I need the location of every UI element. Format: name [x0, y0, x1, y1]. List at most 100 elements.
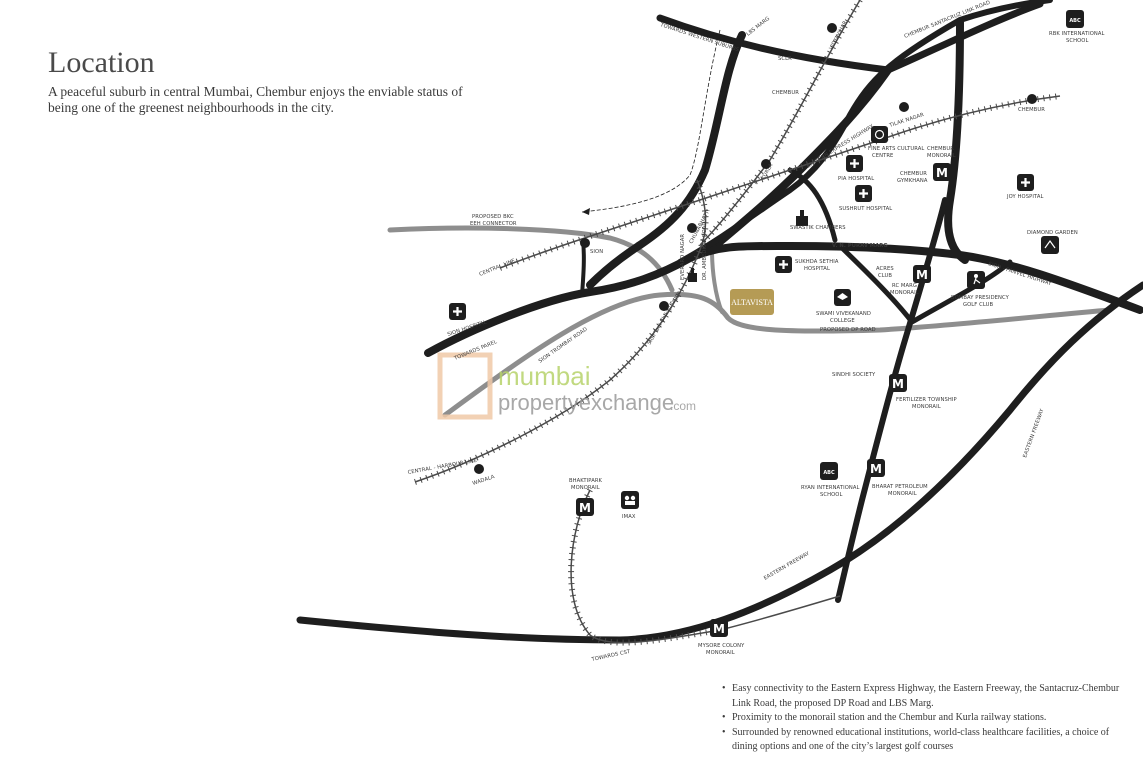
label-scln: SCLR — [778, 56, 792, 62]
label-vivekanand-1: SWAMI VIVEKANAND — [816, 311, 871, 317]
joy-hospital-icon — [1017, 174, 1034, 191]
label-chembur-station: CHEMBUR — [1018, 107, 1045, 113]
highlights-list: Easy connectivity to the Eastern Express… — [722, 682, 1132, 755]
svg-text:M: M — [713, 622, 725, 636]
rail-monorail-loop — [570, 489, 721, 644]
rail-harbour-line — [414, 179, 707, 483]
arrow-head-icon — [582, 208, 590, 215]
svg-text:M: M — [870, 462, 882, 476]
label-dr-ambedkar: DR. AMBEDKAR ROAD — [702, 221, 708, 280]
label-chembur-monorail-2: MONORAIL — [927, 153, 956, 159]
railway-lines — [414, 0, 1061, 646]
label-chembur-gymkhana-2: GYMKHANA — [897, 178, 928, 184]
label-vivekanand-2: COLLEGE — [830, 318, 855, 324]
label-swastik: SWASTIK CHAMBERS — [790, 225, 846, 231]
altavista-badge — [730, 289, 774, 315]
label-towards-cst: TOWARDS CST — [590, 649, 631, 663]
label-eeh-connector: EEH CONNECTOR — [470, 221, 517, 227]
label-sukhda-2: HOSPITAL — [804, 266, 830, 272]
road-lbs-marg — [586, 31, 746, 289]
station-wadala — [474, 464, 484, 474]
highlight-item: Proximity to the monorail station and th… — [722, 711, 1132, 726]
chembur-monorail-icon: M — [933, 163, 951, 181]
sion-hospital-icon — [449, 303, 466, 320]
ryan-school-icon: ABC — [820, 462, 838, 480]
station-tilak-nagar — [899, 102, 909, 112]
label-sushrut: SUSHRUT HOSPITAL — [839, 206, 892, 212]
map-labels: TOWARDS WESTERN SUBURBS LBS MARG SCLR VI… — [407, 0, 1104, 663]
label-sion: SION — [590, 249, 603, 255]
label-bhaktipark-1: BHAKTIPARK — [569, 478, 603, 484]
label-imax: IMAX — [622, 514, 636, 520]
everard-nagar-icon — [688, 268, 697, 282]
altavista-label: ALTAVISTA — [731, 298, 773, 307]
label-ryan-1: RYAN INTERNATIONAL — [801, 485, 860, 491]
watermark: mumbai propertyexchange .com — [437, 352, 696, 420]
golf-club-icon — [967, 271, 985, 289]
label-lbs-marg: LBS MARG — [746, 16, 772, 38]
page-title: Location — [48, 46, 155, 79]
label-rc-marg-1: RC MARG — [892, 283, 917, 289]
label-santacruz-chembur-link: CHEMBUR SANTACRUZ LINK ROAD — [904, 0, 992, 40]
label-sukhda-1: SUKHDA SETHIA — [795, 259, 839, 265]
bhaktipark-monorail-icon: M — [576, 498, 594, 516]
label-bharat-2: MONORAIL — [888, 491, 917, 497]
label-bhaktipark-2: MONORAIL — [571, 485, 600, 491]
intro-text: A peaceful suburb in central Mumbai, Che… — [48, 84, 463, 115]
pia-hospital-icon — [846, 155, 863, 172]
label-bharat-1: BHARAT PETROLEUM — [872, 484, 928, 490]
label-central-line: CENTRAL LINE — [479, 258, 517, 278]
main-roads — [296, 0, 1143, 644]
label-fine-arts-1: FINE ARTS CULTURAL — [868, 146, 924, 152]
label-chembur-area: CHEMBUR — [772, 90, 799, 96]
rail-monorail-north — [719, 595, 841, 631]
label-fertilizer-2: MONORAIL — [912, 404, 941, 410]
label-wadala: WADALA — [472, 474, 496, 487]
highlight-item: Surrounded by renowned educational insti… — [722, 726, 1132, 755]
label-chembur-monorail-1: CHEMBUR — [927, 146, 954, 152]
label-vn-purav: V. N. PURAV MARG — [832, 243, 888, 249]
station-vidyavihar — [827, 23, 837, 33]
label-diamond-garden: DIAMOND GARDEN — [1027, 230, 1078, 236]
label-acres-1: ACRES — [876, 266, 894, 272]
sion-trombay-link — [710, 248, 724, 314]
label-acres-2: CLUB — [878, 273, 892, 279]
label-central-harbour: CENTRAL - HARBOUR LINE — [407, 458, 477, 476]
road-eastern-freeway — [296, 281, 1143, 644]
imax-icon — [621, 491, 639, 509]
altavista-project[interactable]: ALTAVISTA — [730, 289, 774, 315]
label-mysore-1: MYSORE COLONY — [698, 643, 745, 649]
label-proposed-dp: PROPOSED DP ROAD — [820, 327, 876, 333]
label-golf-1: BOMBAY PRESIDENCY — [951, 295, 1010, 301]
station-kurla — [761, 159, 771, 169]
vivekanand-college-icon — [834, 289, 851, 306]
label-eastern-freeway-lower: EASTERN FREEWAY — [763, 550, 811, 581]
rbk-school-icon: ABC — [1066, 10, 1084, 28]
label-eastern-freeway-upper: EASTERN FREEWAY — [1022, 408, 1046, 459]
map-icons[interactable]: ABC M M M M M M ABC — [449, 10, 1084, 637]
mysore-monorail-icon: M — [710, 619, 728, 637]
label-pia-hospital: PIA HOSPITAL — [838, 176, 874, 182]
label-rbk-2: SCHOOL — [1066, 38, 1088, 44]
station-chembur — [1027, 94, 1037, 104]
rc-marg-monorail-icon: M — [913, 265, 931, 283]
diamond-garden-icon — [1041, 236, 1059, 254]
road-sion-connector — [580, 238, 586, 297]
label-fine-arts-2: CENTRE — [872, 153, 893, 159]
svg-text:M: M — [892, 377, 904, 391]
watermark-logo-box — [437, 352, 493, 420]
watermark-line2: propertyexchange — [498, 390, 674, 415]
highlight-item: Easy connectivity to the Eastern Express… — [722, 682, 1132, 711]
station-sion-tpa — [659, 301, 669, 311]
label-fertilizer-1: FERTILIZER TOWNSHIP — [896, 397, 957, 403]
road-scln — [656, 0, 1044, 74]
svg-text:M: M — [916, 268, 928, 282]
station-sion — [580, 238, 590, 248]
rail-vidyavihar-kurla — [699, 0, 861, 246]
label-sindhi-society: SINDHI SOCIETY — [832, 372, 876, 378]
proposed-dp-road — [442, 291, 1113, 418]
road-eastern-express-highway — [677, 0, 1053, 265]
road-santacruz-chembur-east — [944, 18, 969, 264]
swastik-chambers-icon — [796, 210, 808, 226]
